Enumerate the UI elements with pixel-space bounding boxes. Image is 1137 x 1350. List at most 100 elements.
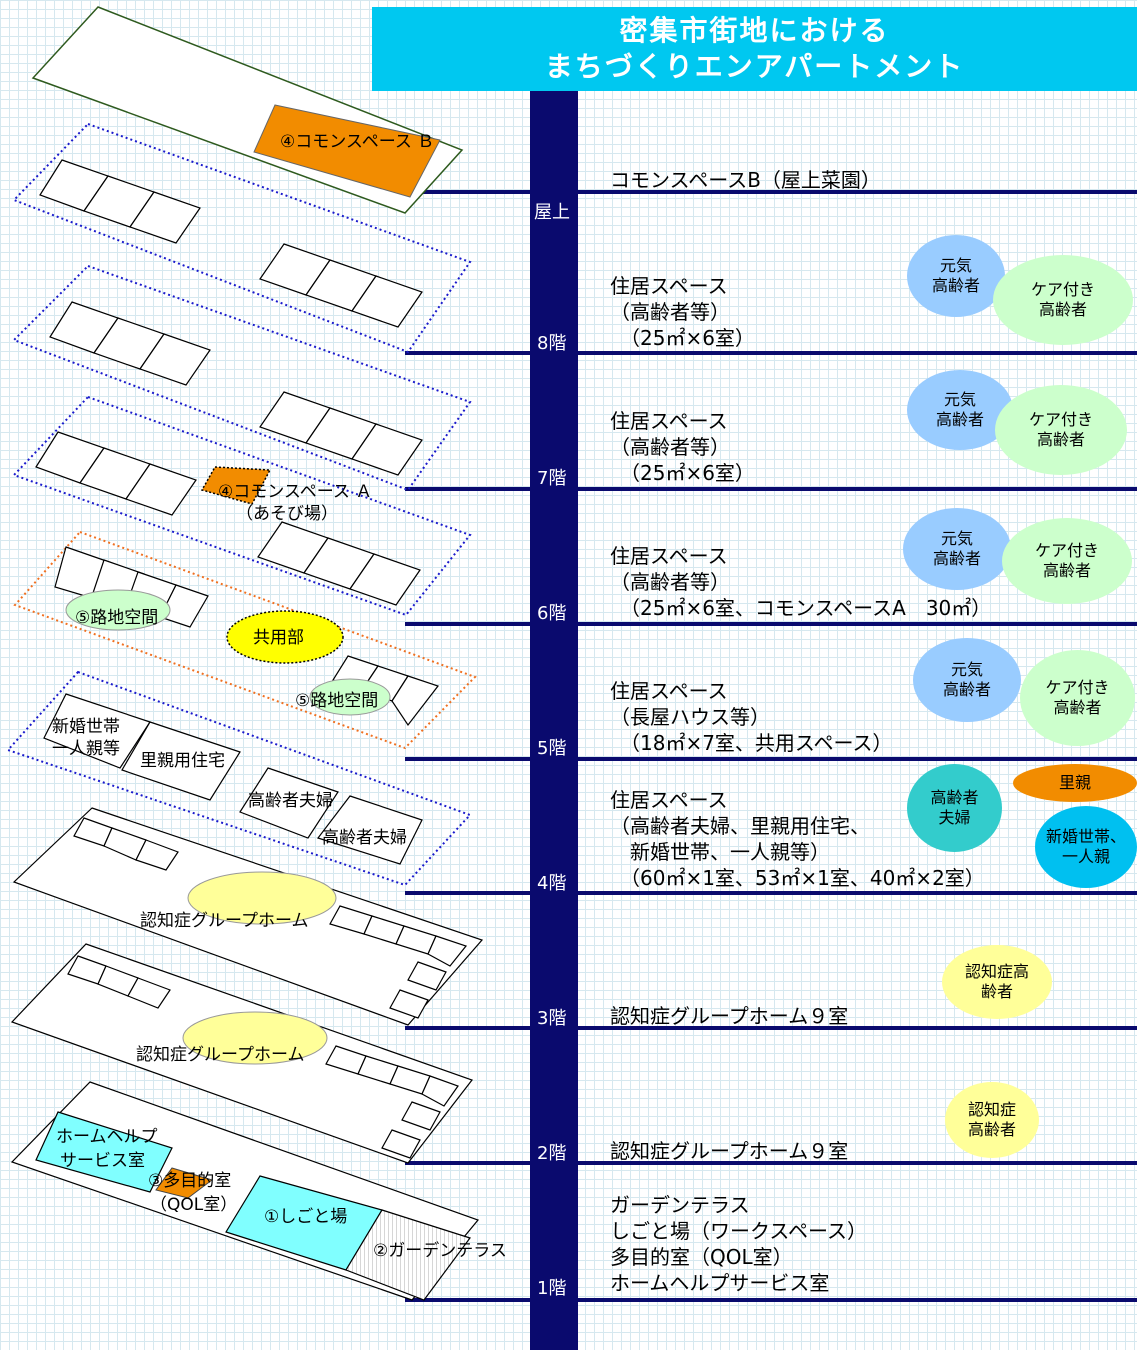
- garden-terrace: [345, 1209, 471, 1301]
- bubble-genki-5: 元気 高齢者: [913, 638, 1021, 722]
- floor-label-7: 7階: [537, 468, 566, 489]
- floor-desc-line: （高齢者夫婦、里親用住宅、: [610, 814, 870, 838]
- unit-fufu-1-label: 高齢者夫婦: [248, 791, 333, 811]
- floor-desc-line: 認知症グループホーム９室: [610, 1004, 849, 1028]
- unit-satooya-label: 里親用住宅: [140, 751, 225, 771]
- bubble-ninchi-3: 認知症高 齢者: [942, 945, 1052, 1019]
- bubble-genki-6: 元気 高齢者: [903, 508, 1011, 590]
- homehelp-label-1: ホームヘルプ: [56, 1127, 158, 1147]
- homehelp-room: [35, 1111, 173, 1193]
- kyoyo-label: 共用部: [253, 628, 304, 648]
- qol-label: （QOL室）: [150, 1195, 237, 1215]
- unit-hitorioya-label: 一人親等: [52, 739, 120, 759]
- title-line-1: 密集市街地における: [619, 14, 890, 47]
- roji-label-2: ⑤路地空間: [295, 691, 378, 711]
- floor-desc-1: ガーデンテラス しごと場（ワークスペース） 多目的室（QOL室） ホームヘルプサ…: [610, 1192, 867, 1296]
- floor-label-1: 1階: [537, 1278, 566, 1299]
- bubble-care-7: ケア付き 高齢者: [995, 385, 1127, 475]
- tamokuteki-room: [155, 1167, 214, 1199]
- floor-label-4: 4階: [537, 873, 566, 894]
- diagram-title: 密集市街地における まちづくりエンアパートメント: [372, 7, 1137, 91]
- floor-labels: 屋上 8階 7階 6階 5階 4階 3階 2階 1階: [534, 202, 570, 1299]
- unit-fufu-1: [239, 767, 339, 839]
- floor-desc-line: （長屋ハウス等）: [610, 705, 770, 729]
- tamokuteki-label: ③多目的室: [148, 1171, 231, 1191]
- floor-desc-line: （高齢者等）: [610, 300, 730, 324]
- floor-desc-line: 新婚世帯、一人親等）: [610, 840, 830, 864]
- title-line-2: まちづくりエンアパートメント: [544, 50, 965, 83]
- floor-desc-line: ホームヘルプサービス室: [610, 1271, 830, 1295]
- bubble-ninchi-2: 認知症 高齢者: [945, 1082, 1039, 1158]
- roji-space-1: [65, 589, 171, 631]
- unit-shinkon-label: 新婚世帯: [52, 717, 120, 737]
- floor-desc-line: （高齢者等）: [610, 570, 730, 594]
- floor-desc-line: 認知症グループホーム９室: [610, 1139, 849, 1163]
- floor-desc-7: 住居スペース （高齢者等） （25㎡×6室）: [610, 408, 755, 486]
- floor-desc-line: 住居スペース: [610, 409, 728, 433]
- floor-desc-2: 認知症グループホーム９室: [610, 1138, 848, 1164]
- bubble-shinkon: 新婚世帯、 一人親: [1035, 806, 1137, 888]
- unit-satooya: [121, 721, 241, 801]
- floor-label-roof: 屋上: [534, 202, 570, 223]
- roji-space-2: [309, 678, 391, 716]
- floor-desc-line: （25㎡×6室）: [610, 461, 755, 485]
- unit-fufu-2-label: 高齢者夫婦: [322, 828, 407, 848]
- gh-3-label: 認知症グループホーム: [136, 1045, 304, 1065]
- gh-4-label: 認知症グループホーム: [140, 911, 308, 931]
- bubble-care-8: ケア付き 高齢者: [993, 255, 1133, 345]
- floor-desc-line: （25㎡×6室）: [610, 326, 755, 350]
- floor-desc-line: 住居スペース: [610, 679, 728, 703]
- floor-desc-line: （25㎡×6室、コモンスペースA 30㎡）: [610, 596, 992, 620]
- floor-desc-3: 認知症グループホーム９室: [610, 1003, 848, 1029]
- floor-6-plate: ④コモンスペース Ａ （あそび場）: [12, 395, 472, 617]
- floor-desc-line: （高齢者等）: [610, 435, 730, 459]
- floor-desc-5: 住居スペース （長屋ハウス等） （18㎡×7室、共用スペース）: [610, 678, 893, 756]
- floor-3-plate: 認知症グループホーム: [12, 807, 484, 1026]
- common-space-b-label: ④コモンスペース Ｂ: [280, 132, 434, 152]
- floor-desc-line: 多目的室（QOL室）: [610, 1245, 793, 1269]
- bubble-satooya: 里親: [1013, 764, 1137, 802]
- bubble-genki-8: 元気 高齢者: [907, 235, 1005, 317]
- asobiba-label: （あそび場）: [236, 504, 338, 524]
- floor-desc-line: （60㎡×1室、53㎡×1室、40㎡×2室）: [610, 866, 985, 890]
- unit-fufu-2: [317, 795, 423, 865]
- floor-desc-line: 住居スペース: [610, 544, 728, 568]
- floor-7-plate: [12, 264, 472, 492]
- bubble-care-6: ケア付き 高齢者: [1002, 518, 1132, 604]
- floor-label-2: 2階: [537, 1143, 566, 1164]
- floor-label-6: 6階: [537, 603, 566, 624]
- floor-desc-6: 住居スペース （高齢者等） （25㎡×6室、コモンスペースA 30㎡）: [610, 543, 991, 621]
- floor-lines: [405, 190, 1137, 1302]
- bubble-care-5: ケア付き 高齢者: [1020, 650, 1135, 746]
- floor-4-plate: 新婚世帯 一人親等 里親用住宅 高齢者夫婦 高齢者夫婦: [6, 670, 472, 887]
- floor-2-plate: 認知症グループホーム: [10, 943, 473, 1164]
- floor-desc-line: ガーデンテラス: [610, 1193, 750, 1217]
- floor-desc-line: しごと場（ワークスペース）: [610, 1219, 867, 1243]
- floor-desc-line: （18㎡×7室、共用スペース）: [610, 731, 893, 755]
- common-space-a-label: ④コモンスペース Ａ: [218, 482, 372, 502]
- shigoto-label: ①しごと場: [264, 1207, 347, 1227]
- floor-desc-8: 住居スペース （高齢者等） （25㎡×6室）: [610, 273, 755, 351]
- floor-desc-line: コモンスペースB（屋上菜園）: [610, 168, 881, 192]
- common-space-b: [253, 104, 441, 198]
- roji-label-1: ⑤路地空間: [75, 608, 158, 628]
- common-space-a: [200, 466, 272, 505]
- homehelp-label-2: サービス室: [60, 1151, 145, 1171]
- floor-desc-4: 住居スペース （高齢者夫婦、里親用住宅、 新婚世帯、一人親等） （60㎡×1室、…: [610, 787, 985, 891]
- unit-shinkon: [43, 693, 151, 769]
- floor-desc-line: 住居スペース: [610, 788, 728, 812]
- floor-label-3: 3階: [537, 1008, 566, 1029]
- floor-5-plate: ⑤路地空間 共用部 ⑤路地空間: [13, 530, 477, 750]
- floor-spine: [530, 91, 578, 1350]
- floor-1-plate: ホームヘルプ サービス室 ③多目的室 （QOL室） ①しごと場 ②ガーデンテラス: [10, 1081, 507, 1301]
- floor-label-8: 8階: [537, 333, 566, 354]
- floor-label-5: 5階: [537, 738, 566, 759]
- garden-label: ②ガーデンテラス: [373, 1240, 507, 1261]
- bubble-fufu: 高齢者 夫婦: [907, 764, 1002, 852]
- floor-desc-roof: コモンスペースB（屋上菜園）: [610, 167, 881, 193]
- floor-8-plate: [12, 122, 472, 354]
- kyoyo-space: [226, 610, 344, 664]
- roof-plate: ④コモンスペース Ｂ: [31, 6, 464, 214]
